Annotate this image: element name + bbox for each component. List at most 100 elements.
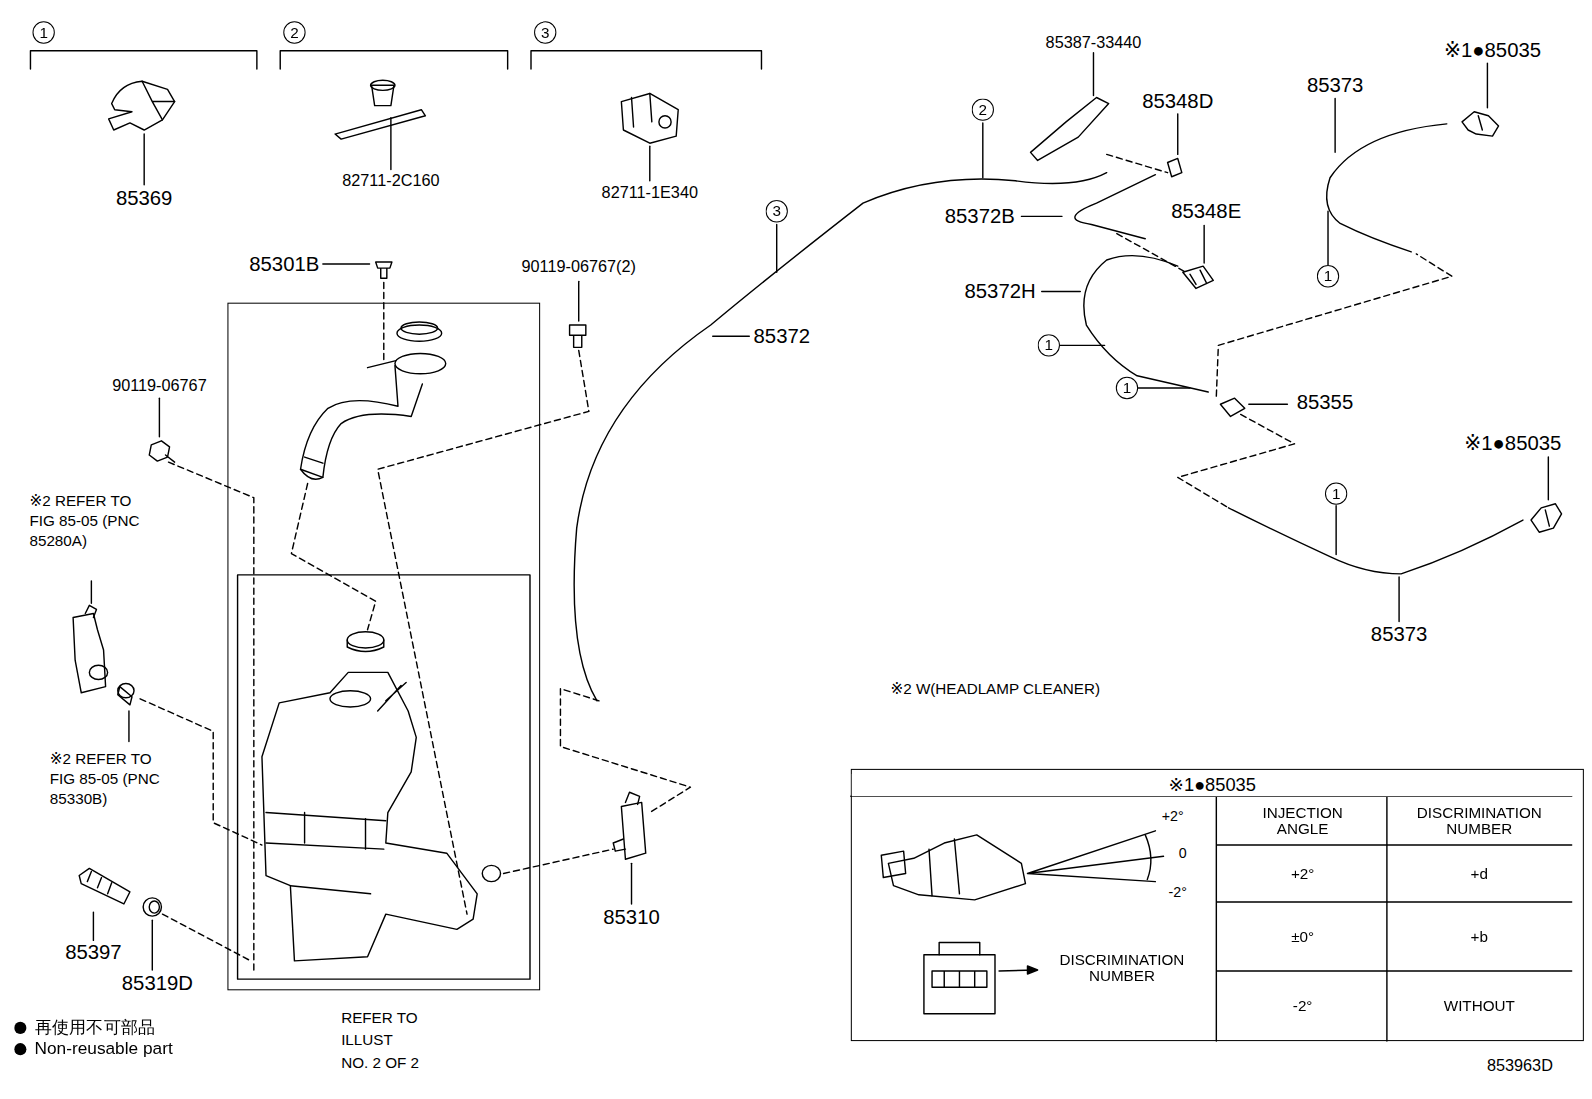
line-art <box>371 80 395 90</box>
part-number: 82711-1E340 <box>601 184 699 203</box>
table-cell: +d <box>1470 865 1489 881</box>
clip-82711-2C160 <box>335 80 425 169</box>
callout-number: 1 <box>1317 265 1339 287</box>
line-art <box>932 943 987 988</box>
hose-85373-lower <box>1229 506 1523 622</box>
note-text: ※2 REFER TO FIG 85-05 (PNC 85330B) <box>49 749 173 810</box>
hose-85372 <box>574 123 1107 701</box>
callout-number: 2 <box>283 21 305 43</box>
line-art <box>1183 266 1213 288</box>
table-cell: WITHOUT <box>1443 997 1516 1013</box>
line-art <box>482 865 500 881</box>
line-art <box>390 118 391 170</box>
line-art <box>128 711 129 741</box>
line-art <box>347 632 384 648</box>
line-art <box>383 282 384 360</box>
line-art <box>1031 98 1109 161</box>
part-number: 85387-33440 <box>1045 33 1143 52</box>
line-art <box>30 51 761 69</box>
line-art <box>1084 256 1208 392</box>
line-art <box>266 683 406 894</box>
line-art <box>1220 398 1244 416</box>
pump-85280A <box>73 581 108 693</box>
part-number: 85372B <box>944 205 1016 228</box>
line-art <box>152 920 153 970</box>
line-art <box>238 575 530 979</box>
line-art <box>301 361 396 480</box>
line-art <box>574 173 1107 701</box>
line-art <box>621 93 678 143</box>
line-art <box>1042 291 1081 292</box>
line-art <box>1021 216 1062 217</box>
line-art <box>378 350 589 914</box>
part-number: 90119-06767(2) <box>520 258 636 277</box>
line-art <box>1216 254 1452 396</box>
table-cell: ±0° <box>1290 928 1315 944</box>
part-number: 85348D <box>1141 90 1214 113</box>
line-art <box>1336 506 1399 622</box>
line-art <box>1229 508 1523 574</box>
clip-82711-1E340 <box>621 93 678 180</box>
line-art <box>91 581 92 603</box>
line-art <box>85 605 96 617</box>
bolt-90119-06767-2 <box>570 281 586 347</box>
angle-label: +2° <box>1161 807 1185 823</box>
table-cell: DISCRIMINATION NUMBER <box>1402 804 1556 837</box>
callout-number: 1 <box>1038 334 1060 356</box>
sensor-85397 <box>79 868 130 940</box>
line-art <box>632 93 652 127</box>
line-art <box>1027 831 1163 882</box>
line-art <box>262 672 477 960</box>
bolt-90119-06767 <box>149 398 174 462</box>
line-art <box>79 868 130 904</box>
housing-frame: REFER TO ILLUST NO. 2 OF 2 <box>227 303 540 991</box>
part-number: 853963D <box>1486 1057 1554 1076</box>
legend-entry: Non-reusable part <box>14 1039 172 1059</box>
callout-number: 2 <box>972 99 994 121</box>
table-cell: -2° <box>1292 997 1314 1013</box>
grommet-85319D <box>143 898 161 970</box>
part-number: 85310 <box>602 905 661 928</box>
table-cell: INJECTION ANGLE <box>1246 804 1360 837</box>
line-art <box>397 325 442 341</box>
fitting-85348E <box>1183 225 1213 288</box>
line-art <box>1548 457 1549 500</box>
note-text: ※2 W(HEADLAMP CLEANER) <box>889 678 1216 698</box>
bracket-85387-33440 <box>1031 53 1109 161</box>
group-brackets <box>30 51 761 69</box>
node-text: ※1●85035 <box>852 774 1573 796</box>
part-number: 85301B <box>248 252 320 275</box>
nozzle-85035-lower <box>1531 457 1561 532</box>
part-number: 85373 <box>1306 74 1365 97</box>
legend-text: Non-reusable part <box>35 1039 173 1059</box>
line-art <box>1168 158 1182 176</box>
line-art <box>305 813 366 850</box>
line-art <box>335 110 425 139</box>
legend-entry: 再使用不可部品 <box>14 1016 155 1039</box>
line-art <box>372 85 394 105</box>
line-art <box>395 353 446 373</box>
pump-85310 <box>613 792 645 904</box>
hose-85372H <box>1042 256 1209 392</box>
bolt-85301B <box>323 262 392 361</box>
table-cell: +b <box>1470 928 1489 944</box>
line-art <box>169 462 254 970</box>
table-nozzle <box>881 831 1163 1014</box>
line-art <box>118 687 132 705</box>
part-number: 85348E <box>1170 200 1242 223</box>
line-art <box>1178 414 1295 507</box>
line-art <box>401 322 438 334</box>
line-art <box>1487 63 1488 108</box>
part-number: ※1●85035 <box>1443 39 1542 62</box>
table-cell: DISCRIMINATION NUMBER <box>1045 952 1199 985</box>
line-art <box>330 691 371 707</box>
line-art <box>301 366 423 478</box>
line-art <box>143 134 144 185</box>
note-text: ※2 REFER TO FIG 85-05 (PNC 85280A) <box>28 491 157 552</box>
line-art <box>291 483 375 629</box>
legend-dot <box>14 1043 26 1055</box>
tank-dashed-guides <box>140 350 690 970</box>
line-art <box>504 849 614 873</box>
line-art <box>631 863 632 904</box>
